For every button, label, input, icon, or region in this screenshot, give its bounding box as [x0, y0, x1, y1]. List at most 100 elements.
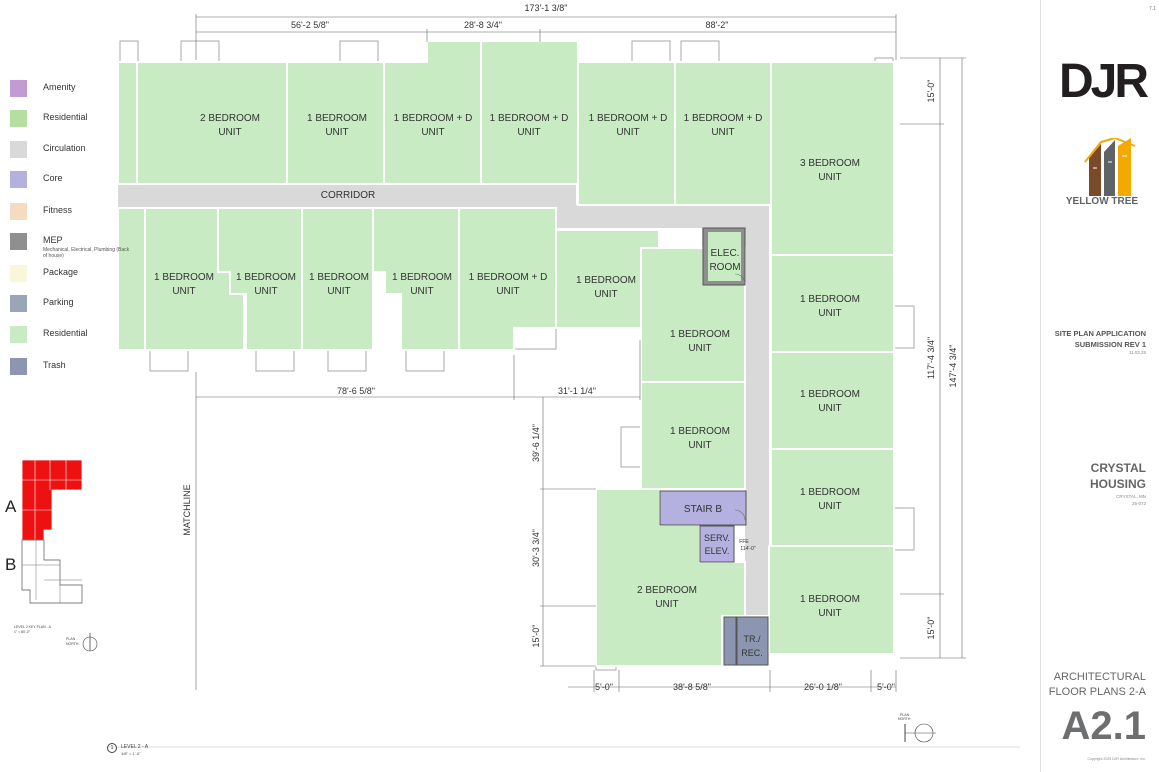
- legend-swatch: [10, 233, 27, 250]
- room-labels: CORRIDOR ELEC. ROOM STAIR B SERV. ELEV. …: [321, 190, 763, 658]
- project-number: 25-072: [1131, 501, 1146, 506]
- dimension-label: 38'-8 5/8": [673, 682, 711, 692]
- unit-label: UNIT: [818, 308, 841, 319]
- project-location: CRYSTAL, MN: [1116, 494, 1146, 499]
- view-scale: 1/8" = 1'-0": [121, 751, 141, 756]
- legend-swatch: [10, 80, 27, 97]
- balcony: [180, 40, 220, 63]
- trash-room-label: TR./: [744, 634, 761, 644]
- key-plan-scale: 1" = 80'-0": [14, 630, 31, 634]
- elec-room-label: ELEC.: [711, 248, 740, 259]
- unit-label: UNIT: [818, 608, 841, 619]
- unit-label: 1 BEDROOM: [154, 272, 214, 283]
- dimension-label: 39'-6 1/4": [531, 424, 541, 462]
- corridor: [118, 183, 576, 208]
- balcony: [405, 349, 445, 372]
- dimension-label: 5'-0": [595, 682, 613, 692]
- balcony: [513, 327, 557, 350]
- unit-label: 1 BEDROOM: [670, 329, 730, 340]
- firm-logo: DJR: [1059, 55, 1149, 108]
- sheet-title-line: FLOOR PLANS 2-A: [1048, 686, 1146, 698]
- legend-label: Package: [43, 267, 79, 277]
- unit-label: 1 BEDROOM: [670, 426, 730, 437]
- unit-label: UNIT: [688, 343, 711, 354]
- balcony: [149, 349, 189, 372]
- dimension-label: 31'-1 1/4": [558, 386, 596, 396]
- sheet-title-line: ARCHITECTURAL: [1053, 671, 1146, 683]
- elec-room-label: ROOM: [709, 262, 740, 273]
- balcony: [339, 40, 379, 63]
- stair-label: STAIR B: [684, 504, 722, 515]
- unit-label: 1 BEDROOM: [800, 487, 860, 498]
- unit-label: UNIT: [616, 127, 639, 138]
- unit-label: UNIT: [325, 127, 348, 138]
- service-rooms: [659, 227, 769, 666]
- balcony: [255, 349, 295, 372]
- stair-b: [659, 490, 747, 526]
- key-plan: A B LEVEL 2 KEY PLAN - A 1" = 80'-0" PLA…: [5, 459, 98, 652]
- north-label: PLAN: [66, 637, 76, 641]
- balcony: [327, 349, 367, 372]
- legend-label: Trash: [43, 360, 66, 370]
- key-plan-area-a: [21, 459, 83, 541]
- dimension-label: 147'-4 3/4": [948, 345, 958, 388]
- north-label: NORTH: [898, 717, 911, 721]
- trash-room-label: REC.: [741, 648, 763, 658]
- dimension-labels: 173'-1 3/8" 56'-2 5/8" 28'-8 3/4" 88'-2"…: [182, 3, 958, 692]
- unit-label: 1 BEDROOM + D: [490, 113, 569, 124]
- sheet-index: 7.1: [1149, 6, 1156, 12]
- copyright: Copyright 2025 DJR Architecture, Inc.: [1087, 757, 1146, 761]
- submission-line: SITE PLAN APPLICATION: [1054, 329, 1146, 338]
- unit-label: 1 BEDROOM + D: [684, 113, 763, 124]
- unit-label: UNIT: [218, 127, 241, 138]
- legend-swatch: [10, 358, 27, 375]
- unit-label: UNIT: [594, 289, 617, 300]
- legend-swatch: [10, 295, 27, 312]
- unit-label: 3 BEDROOM: [800, 158, 860, 169]
- dimension-label: 173'-1 3/8": [525, 3, 568, 13]
- north-label: NORTH: [66, 642, 79, 646]
- service-elevator-label: ELEV.: [705, 546, 730, 556]
- dimension-label: 26'-0 1/8": [804, 682, 842, 692]
- unit-label: 1 BEDROOM + D: [394, 113, 473, 124]
- main-north-arrow: PLAN NORTH: [898, 713, 936, 743]
- legend-swatch: [10, 110, 27, 127]
- unit-label: 1 BEDROOM: [800, 389, 860, 400]
- legend-sublabel: Mechanical, Electrical, Plumbing (Back o…: [43, 247, 130, 259]
- unit-label: UNIT: [818, 172, 841, 183]
- balcony: [680, 40, 720, 63]
- legend-label: Amenity: [43, 82, 76, 92]
- submission-title: SITE PLAN APPLICATION SUBMISSION REV 1: [1055, 328, 1146, 350]
- unit-label: UNIT: [818, 403, 841, 414]
- balcony: [631, 40, 671, 63]
- unit-labels: 2 BEDROOM UNIT 1 BEDROOM UNIT 1 BEDROOM …: [154, 113, 860, 619]
- view-number: 1: [107, 743, 117, 753]
- dimension-label: 117'-4 3/4": [926, 337, 936, 379]
- key-plan-area-b: [21, 539, 83, 604]
- unit-label: UNIT: [496, 286, 519, 297]
- unit-label: 1 BEDROOM: [392, 272, 452, 283]
- dimension-label: 15'-0": [926, 80, 936, 103]
- trash-room: [736, 616, 769, 666]
- dimension-label: 5'-0": [877, 682, 895, 692]
- dimension-lines: [195, 14, 966, 692]
- legend-swatch: [10, 326, 27, 343]
- unit-label: 2 BEDROOM: [200, 113, 260, 124]
- balcony: [892, 507, 915, 551]
- key-plan-label-b: B: [5, 555, 16, 574]
- matchline-label: MATCHLINE: [182, 484, 192, 535]
- unit-label: 1 BEDROOM + D: [589, 113, 668, 124]
- unit-label: 1 BEDROOM + D: [469, 272, 548, 283]
- unit-label: 1 BEDROOM: [307, 113, 367, 124]
- unit-label: UNIT: [517, 127, 540, 138]
- legend-label: Parking: [43, 297, 74, 307]
- unit-label: 1 BEDROOM: [309, 272, 369, 283]
- dimension-label: 88'-2": [706, 20, 729, 30]
- unit-label: UNIT: [254, 286, 277, 297]
- elec-room-inner: [708, 232, 741, 281]
- client-name: YELLOW TREE: [1065, 196, 1139, 207]
- legend-swatch: [10, 171, 27, 188]
- service-elevator-label: SERV.: [704, 533, 730, 543]
- dimension-label: 28'-8 3/4": [464, 20, 502, 30]
- legend-label: Core: [43, 173, 63, 183]
